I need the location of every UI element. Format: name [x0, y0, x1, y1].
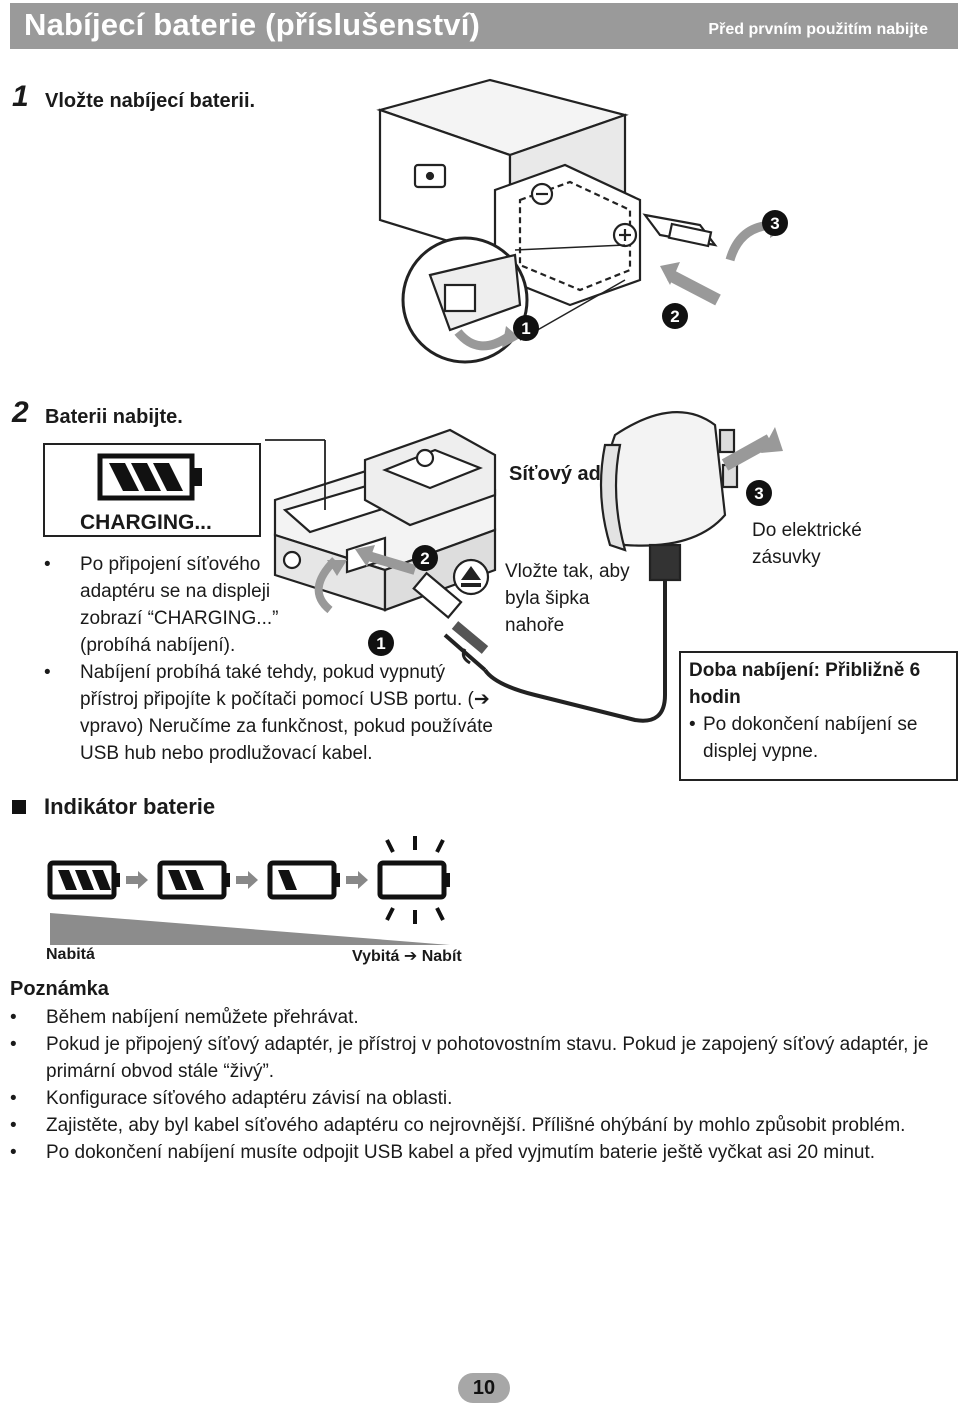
battery-level-1-icon [267, 860, 340, 900]
callout-3b-icon [746, 480, 772, 506]
callout-1b-icon: 1 [368, 630, 394, 656]
list-item: Pokud je připojený síťový adaptér, je př… [10, 1031, 950, 1085]
indicator-empty-label: Vybitá ➔ Nabít [352, 948, 462, 965]
list-item: Nabíjení probíhá také tehdy, pokud vypnu… [44, 659, 500, 767]
header-bar: Nabíjecí baterie (příslušenství) Před pr… [10, 3, 958, 49]
list-item: Po připojení síťového adaptéru se na dis… [44, 551, 290, 659]
lcd-display-box: CHARGING... [43, 443, 261, 537]
page-title: Nabíjecí baterie (příslušenství) [24, 7, 481, 42]
callout-3b-label: 3 [754, 484, 763, 503]
step1-text: Vložte nabíjecí baterii. [45, 90, 256, 112]
step2-text: Baterii nabijte. [45, 406, 183, 428]
battery-charging-icon [97, 453, 202, 501]
callout-2b-icon [412, 545, 438, 571]
callout-1-label: 1 [521, 319, 530, 338]
charge-time-note: Po dokončení nabíjení se displej vypne. [703, 714, 918, 762]
battery-level-3-icon [47, 860, 120, 900]
callout-2-label: 2 [670, 307, 679, 326]
charge-time-bullet: • [689, 714, 696, 735]
sequence-arrow-icon [346, 871, 368, 889]
list-item: Po dokončení nabíjení musíte odpojit USB… [10, 1139, 950, 1166]
lcd-charging-label: CHARGING... [80, 511, 212, 534]
indicator-heading: Indikátor baterie [44, 794, 216, 819]
step2-number: 2 [12, 396, 29, 429]
sequence-arrow-icon [126, 871, 148, 889]
callout-2-icon [662, 303, 688, 329]
battery-level-2-icon [157, 860, 230, 900]
callout-1-icon [513, 315, 539, 341]
callout-3-label: 3 [770, 214, 779, 233]
usb-plug-icon [412, 571, 463, 619]
callout-1b: 1 [366, 628, 396, 658]
charge-gradient-wedge [50, 913, 450, 945]
battery-level-0-icon [377, 836, 450, 924]
adapter-insert-note: Vložte tak, aby byla šipka nahoře [505, 561, 630, 636]
page-number: 10 [458, 1373, 510, 1403]
charge-time-box: Doba nabíjení: Přibližně 6 hodin • Po do… [679, 651, 958, 781]
notes-heading: Poznámka [10, 978, 109, 1000]
charge-time-title: Doba nabíjení: Přibližně 6 hodin [689, 660, 921, 708]
step2-bullet-list: Po připojení síťového adaptéru se na dis… [44, 551, 493, 767]
adapter-socket-note: Do elektrické zásuvky [752, 520, 862, 568]
notes-list: Během nabíjení nemůžete přehrávat. Pokud… [10, 1004, 950, 1166]
ac-adapter-illustration: 3 [443, 411, 783, 723]
list-item: Zajistěte, aby byl kabel síťového adapté… [10, 1112, 950, 1139]
callout-3-icon [762, 210, 788, 236]
section-square-icon [12, 800, 26, 814]
sequence-arrow-icon [236, 871, 258, 889]
device-charging-illustration: 2 [265, 428, 497, 619]
battery-insert-illustration: 1 2 3 [376, 78, 788, 364]
page-subtitle: Před prvním použitím nabijte [708, 21, 928, 38]
battery-indicator-sequence [47, 836, 450, 945]
step1-number: 1 [12, 80, 29, 113]
callout-2b-label: 2 [420, 549, 429, 568]
indicator-full-label: Nabitá [46, 946, 95, 963]
callout-1b-label: 1 [376, 634, 385, 653]
list-item: Během nabíjení nemůžete přehrávat. [10, 1004, 950, 1031]
list-item: Konfigurace síťového adaptéru závisí na … [10, 1085, 950, 1112]
